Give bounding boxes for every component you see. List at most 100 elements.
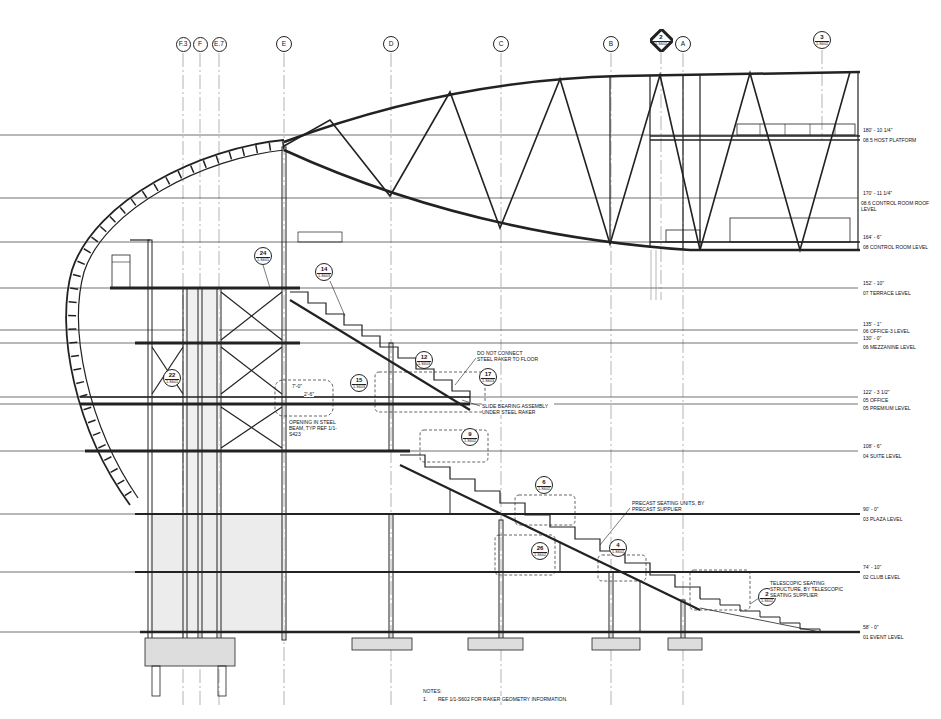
general-note: 1. [423,696,427,702]
floor-slab [135,342,300,345]
cross-bracing [221,292,282,340]
detail-callout: 261-S602 [531,542,549,560]
roof-truss [649,75,650,248]
grid-label: E.7 [214,41,224,48]
steel-column [183,288,187,640]
level-label: 108' - 6" [863,443,881,449]
leader-line [330,281,345,316]
roof-truss [284,150,860,250]
leader-line [455,358,476,385]
seating-raker [290,292,470,402]
grid-bubble: C [493,36,509,52]
footing [352,638,412,650]
divider-line [417,361,431,362]
level-label: 130' - 0" [863,335,881,341]
grid-bubble: F.3 [176,37,191,52]
detail-callout: 31-S602 [813,31,831,49]
seating-raker [640,581,641,632]
sheet-reference: 1-S601 [257,259,269,263]
steel-column [499,520,503,640]
curved-facade [72,145,284,502]
callout-number: 2 [659,34,662,40]
roof-truss [737,124,855,135]
level-label: 122' - 3 1/2" [863,389,890,395]
divider-line [352,384,366,385]
detail-callout: 141-S603 [315,263,333,281]
grid-label: A [681,41,685,48]
roof-truss [298,232,342,242]
divider-line [165,379,179,380]
divider-line [256,257,270,258]
divider-line [537,486,551,487]
grid-line [611,53,612,705]
level-label: 135' - 1" [863,321,881,327]
floor-slab [110,287,300,290]
level-line [0,343,858,344]
level-label: 05 OFFICE [863,397,888,403]
seating-raker [290,292,820,632]
steel-column [148,240,152,640]
detail-callout: 221-S601 [163,369,181,387]
grid-line [822,50,823,140]
cross-bracing [221,407,282,448]
annotation-note: SLIDE BEARING ASSEMBLY UNDER STEEL RAKER [482,403,554,415]
steel-column [217,288,221,640]
seating-raker [450,489,451,514]
sheet-reference: 1-S602 [464,440,476,444]
level-line [0,404,858,405]
level-label: 08.6 CONTROL ROOM ROOF LEVEL [861,200,938,212]
floor-slab [112,255,130,288]
roof-truss [650,139,860,140]
steel-column [282,147,286,640]
roof-truss [609,76,610,244]
footing [145,638,235,666]
sheet-reference: 1-S603 [418,363,430,367]
annotation-note: PRECAST SEATING UNITS, BY PRECAST SUPPLI… [632,500,710,512]
cross-bracing [152,347,183,394]
sheet-reference: 1-S603 [482,380,494,384]
level-label: 06 MEZZANINE LEVEL [863,344,916,350]
grid-bubble: F [193,37,208,52]
sheet-reference: 1-S602 [612,551,624,555]
level-label: 01 EVENT LEVEL [863,634,904,640]
grid-line [661,50,662,300]
steel-column [609,572,613,640]
detail-cloud [275,372,750,610]
callout-number: 24 [260,250,267,256]
roof-truss [284,72,850,250]
annotation-note: DO NOT CONNECT STEEL RAKER TO FLOOR [477,350,539,362]
roof-truss [284,72,860,300]
detail-cloud [515,495,575,525]
seating-raker [400,455,700,599]
grid-bubble: D [383,36,399,52]
roof-truss [699,74,700,250]
level-label: 152' - 10" [863,280,884,286]
grid-label: F.3 [179,41,188,48]
cross-bracing [152,347,183,394]
grid-line [391,53,392,705]
divider-line [481,378,495,379]
roof-truss [785,124,786,135]
general-note: REF 1/1-S602 FOR RAKER GEOMETRY INFORMAT… [438,696,567,702]
detail-cloud [495,535,555,575]
grid-bubble: A [675,36,691,52]
level-line [0,135,858,632]
level-label: 170' - 11 1/4" [863,190,892,196]
level-label: 90' - 0" [863,506,879,512]
curved-facade [79,150,284,498]
seating-raker [290,300,470,410]
callout-number: 14 [321,266,328,272]
footing [152,666,160,696]
callout-number: 12 [421,354,428,360]
leader-line [263,265,270,288]
detail-callout: 24 1-S601 [254,247,272,265]
sheet-reference: 1-S602 [538,488,550,492]
roof-truss [835,124,836,135]
grid-label: D [389,41,394,48]
cross-bracing [221,347,282,394]
grid-bubble: E [276,36,292,52]
grid-line [683,53,684,705]
level-label: 74' - 10" [863,564,881,570]
callout-number: 15 [356,377,363,383]
level-label: 05 PREMIUM LEVEL [863,405,911,411]
